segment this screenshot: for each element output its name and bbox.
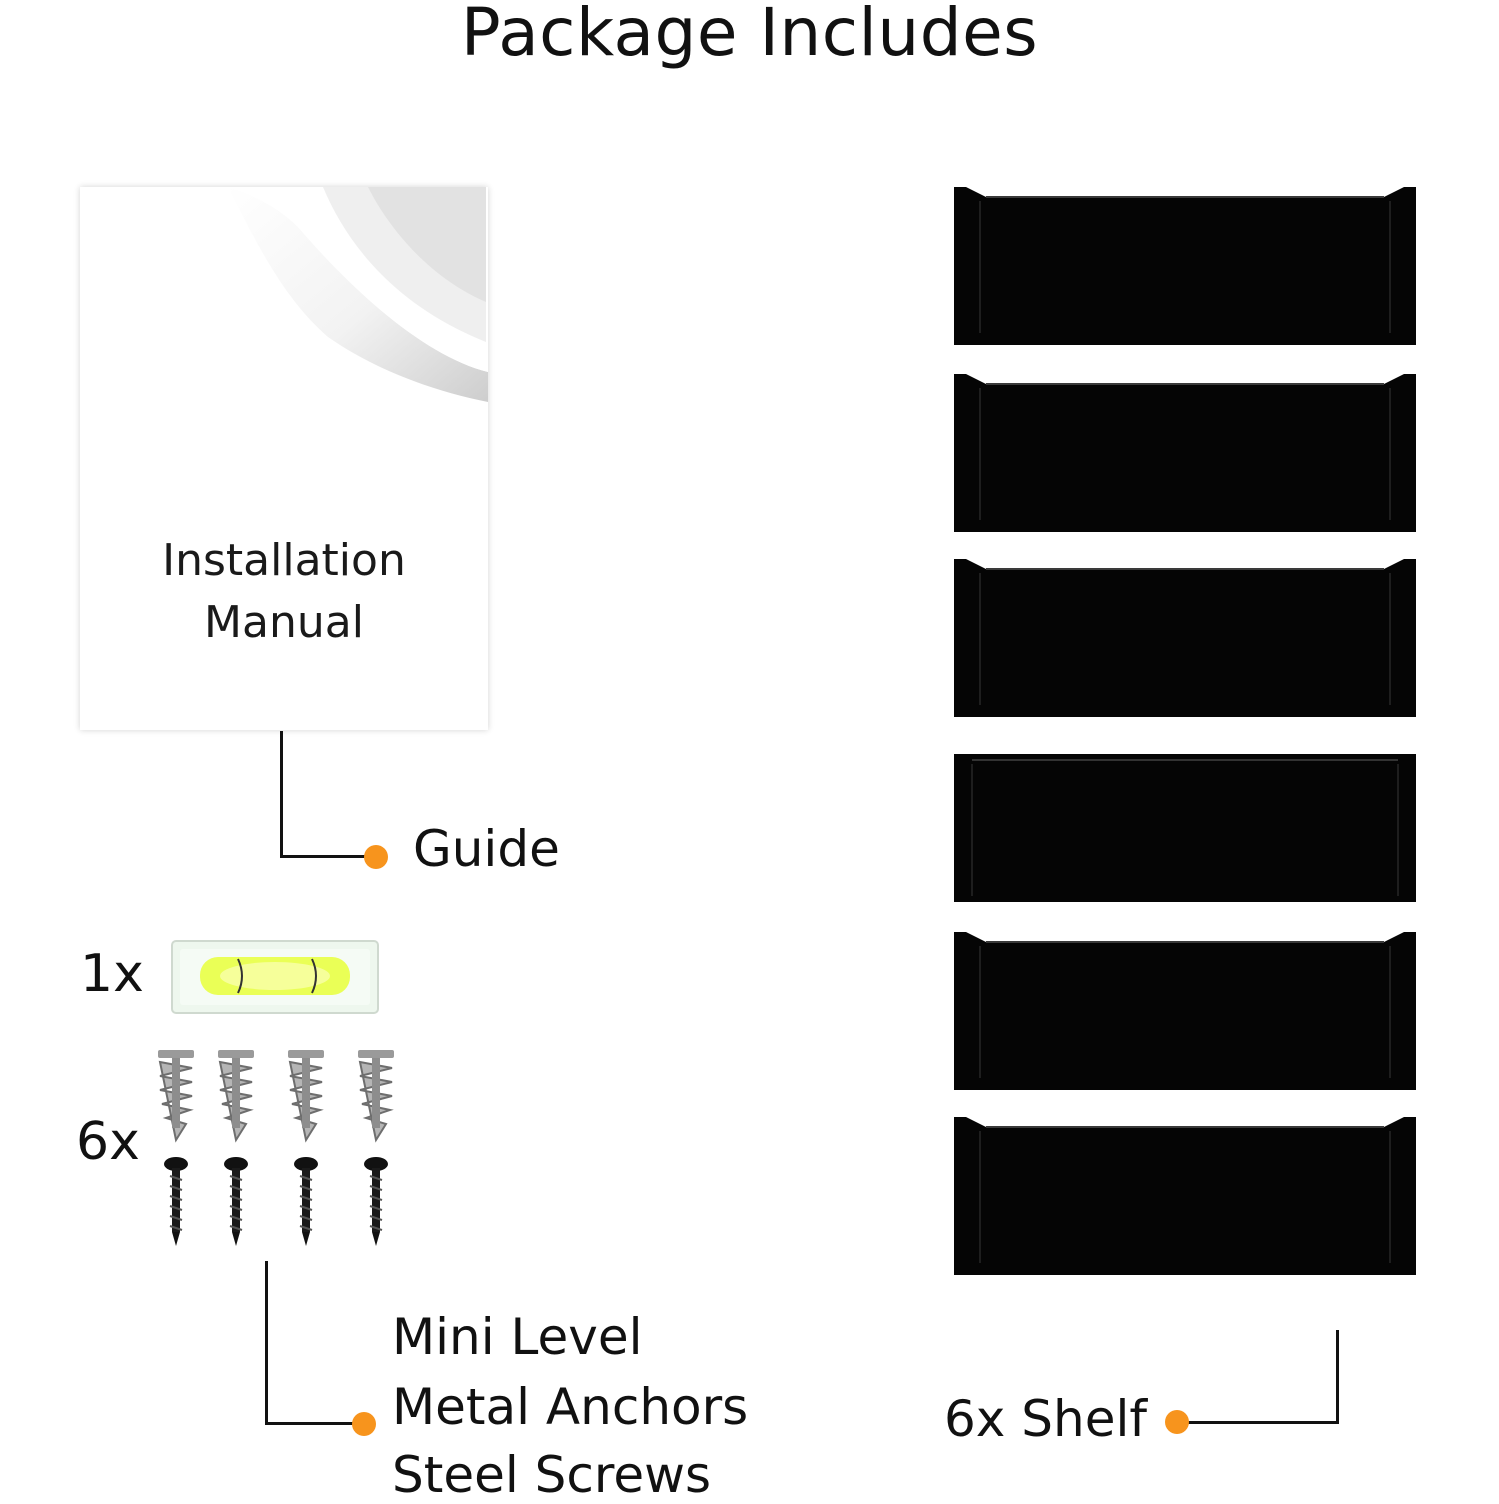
shelf-label: 6x Shelf	[944, 1390, 1147, 1448]
steel-screws-group	[163, 1156, 389, 1246]
level-icon	[171, 940, 379, 1014]
page-curl-icon	[228, 187, 488, 402]
hardware-leader-horizontal	[265, 1422, 365, 1425]
shelf-icon	[954, 1117, 1416, 1275]
installation-manual-image: Installation Manual	[80, 187, 488, 730]
page-title: Package Includes	[460, 0, 1039, 71]
anchor-icon	[217, 1049, 255, 1141]
shelf-icon	[954, 559, 1416, 717]
shelf-leader-vertical	[1336, 1330, 1339, 1424]
shelf-bullet	[1165, 1410, 1189, 1434]
hardware-quantity: 6x	[76, 1112, 140, 1172]
shelf-icon	[954, 187, 1416, 345]
guide-leader-vertical	[280, 731, 283, 857]
manual-text-line1: Installation	[162, 535, 406, 586]
anchor-icon	[287, 1049, 325, 1141]
screw-icon	[363, 1156, 389, 1246]
hardware-leader-vertical	[265, 1261, 268, 1425]
shelf-icon	[954, 374, 1416, 532]
anchor-icon	[357, 1049, 395, 1141]
guide-leader-horizontal	[280, 855, 376, 858]
anchor-icon	[157, 1049, 195, 1141]
hardware-label-mini-level: Mini Level	[392, 1308, 643, 1366]
manual-text-line2: Manual	[204, 597, 364, 648]
screw-icon	[163, 1156, 189, 1246]
hardware-label-metal-anchors: Metal Anchors	[392, 1378, 749, 1436]
level-quantity: 1x	[80, 944, 144, 1004]
guide-label: Guide	[413, 820, 560, 878]
shelf-icon	[954, 932, 1416, 1090]
guide-bullet	[364, 845, 388, 869]
metal-anchors-group	[157, 1049, 395, 1141]
shelf-icon	[954, 754, 1416, 902]
screw-icon	[223, 1156, 249, 1246]
hardware-bullet	[352, 1412, 376, 1436]
hardware-label-steel-screws: Steel Screws	[392, 1446, 712, 1504]
shelf-leader-horizontal	[1180, 1421, 1339, 1424]
screw-icon	[293, 1156, 319, 1246]
